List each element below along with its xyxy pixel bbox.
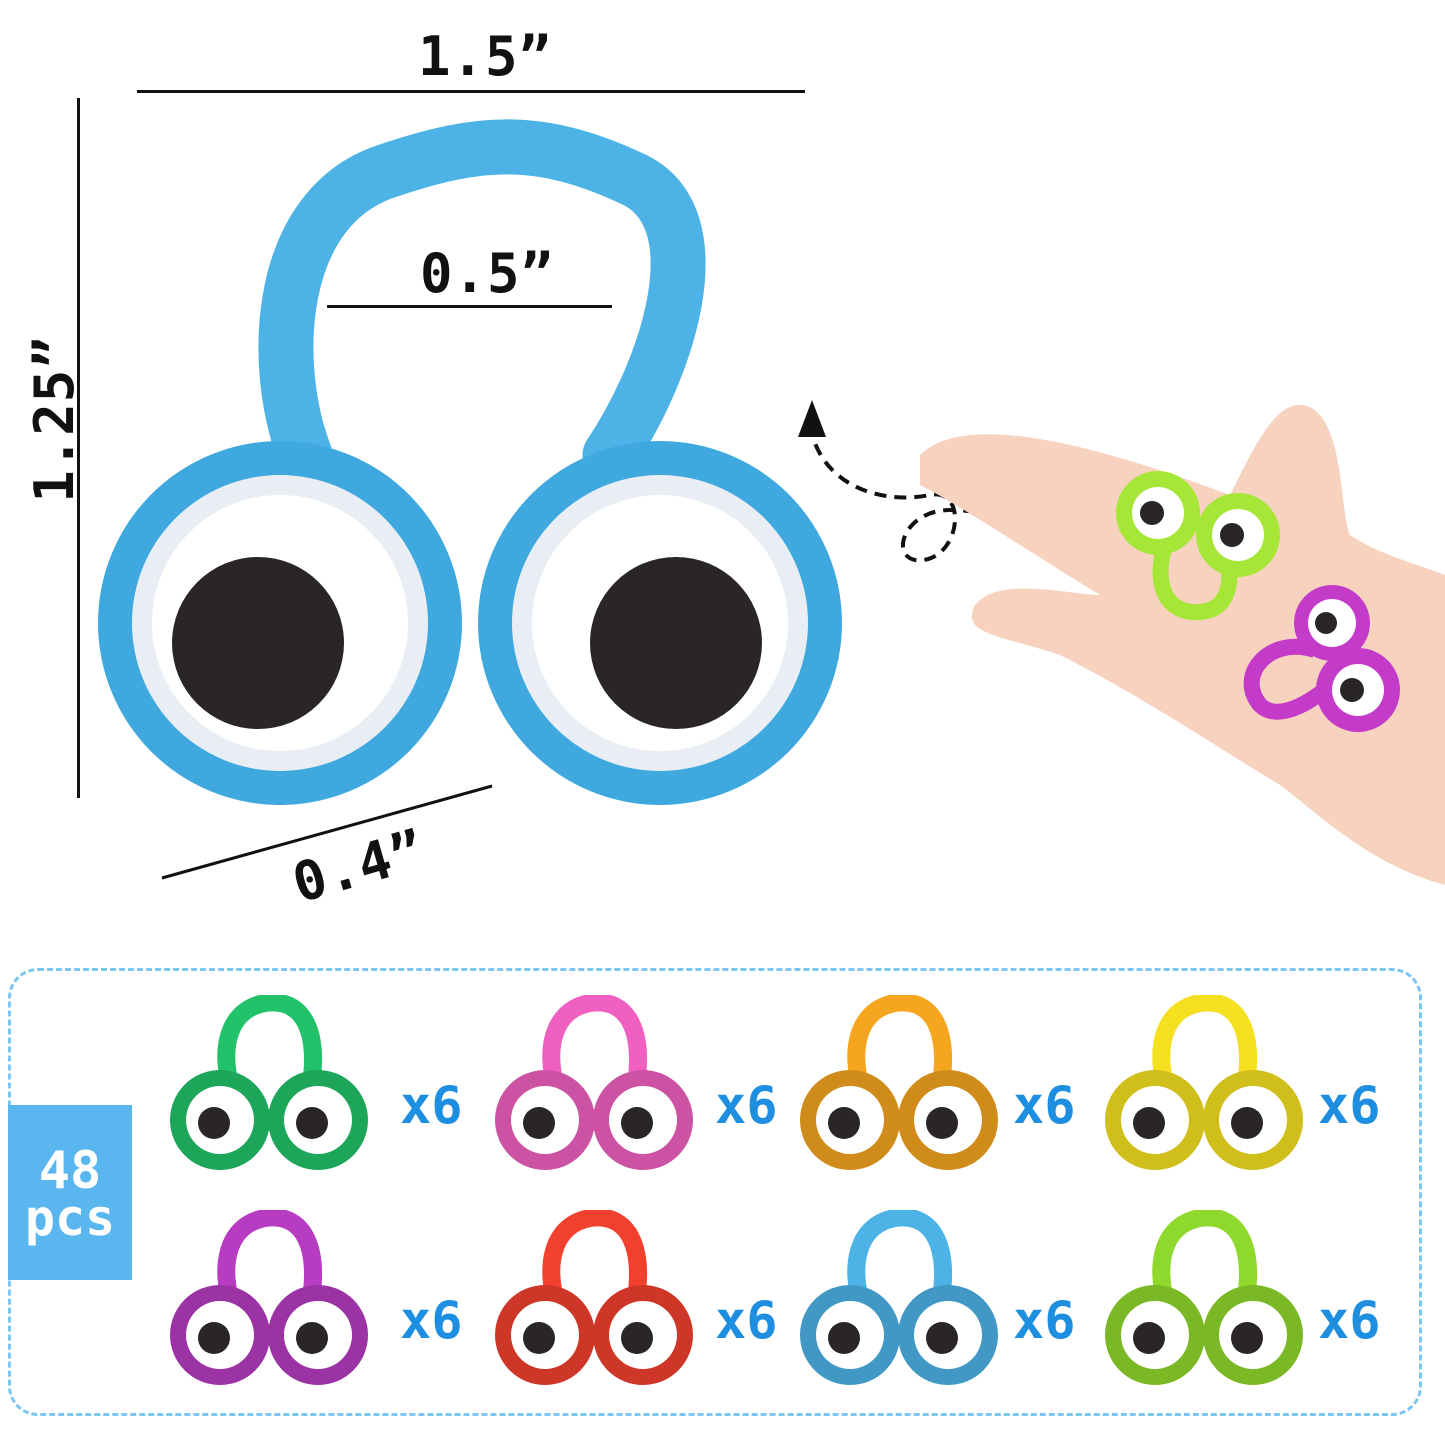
ring-item-5 — [170, 1210, 368, 1385]
width-dimension-line — [137, 90, 805, 93]
depth-dimension-line — [161, 784, 493, 880]
hero-right-eye — [478, 441, 842, 805]
pack-count: 48 — [38, 1141, 102, 1201]
ring-quantity-1: x6 — [400, 1076, 463, 1136]
ring-item-6 — [495, 1210, 693, 1385]
ring-item-3 — [800, 995, 998, 1170]
ring-item-1 — [170, 995, 368, 1170]
ring-item-4 — [1105, 995, 1303, 1170]
ring-quantity-4: x6 — [1318, 1076, 1381, 1136]
pack-unit: pcs — [24, 1189, 116, 1247]
ring-quantity-2: x6 — [715, 1076, 778, 1136]
ring-quantity-7: x6 — [1013, 1291, 1076, 1351]
hero-eyeball-ring — [98, 119, 842, 805]
green-ring — [1116, 471, 1280, 621]
ring-item-8 — [1105, 1210, 1303, 1385]
ring-quantity-6: x6 — [715, 1291, 778, 1351]
height-label: 1.25” — [23, 335, 86, 503]
ring-quantity-8: x6 — [1318, 1291, 1381, 1351]
hero-left-eye — [98, 441, 462, 805]
hero-ring-band — [258, 119, 706, 483]
inner-dimension-line — [327, 305, 612, 308]
pack-count-badge: 48 pcs — [8, 1105, 132, 1280]
ring-quantity-5: x6 — [400, 1291, 463, 1351]
ring-item-7 — [800, 1210, 998, 1385]
ring-item-2 — [495, 995, 693, 1170]
width-label: 1.5” — [418, 25, 553, 88]
ring-quantity-3: x6 — [1013, 1076, 1076, 1136]
inner-diameter-label: 0.5” — [420, 242, 555, 305]
purple-ring — [1243, 585, 1400, 732]
hand-holding-rings — [920, 404, 1445, 885]
hand-shape — [920, 404, 1445, 885]
height-dimension-line — [77, 98, 80, 798]
